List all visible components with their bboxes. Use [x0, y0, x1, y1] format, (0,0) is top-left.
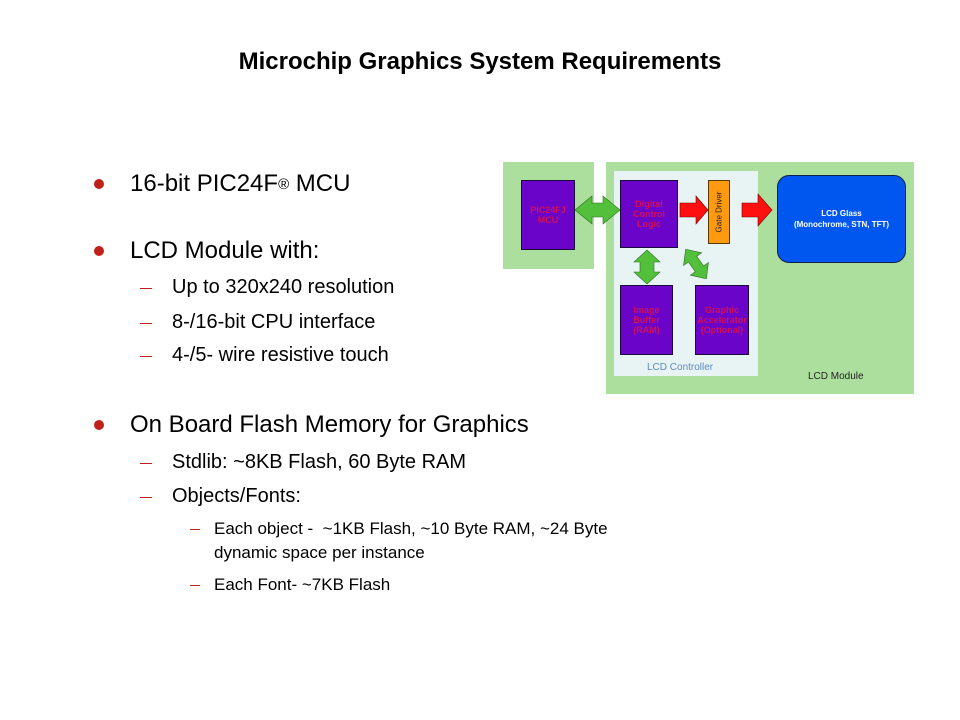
bullet-dot: [94, 179, 104, 189]
sub-item-text: Objects/Fonts:: [172, 485, 301, 507]
bullet-dot: [94, 246, 104, 256]
dash-icon: [140, 356, 152, 357]
sub-item: 8-/16-bit CPU interface: [140, 311, 375, 334]
bullet-mcu-suffix: MCU: [289, 170, 351, 197]
bullet-mcu-text: 16-bit PIC24F: [130, 170, 279, 197]
bullet-dot: [94, 420, 104, 430]
dash-icon: [190, 529, 200, 531]
subsub-item-text: Each Font- ~7KB Flash: [214, 575, 391, 594]
sub-item: 4-/5- wire resistive touch: [140, 344, 389, 367]
mcu-block: PIC24FJ MCU: [521, 180, 575, 250]
mcu-controller-arrow: [574, 195, 621, 225]
dcl-buffer-arrow: [633, 249, 661, 285]
lcd-glass-block: LCD Glass (Monochrome, STN, TFT): [777, 175, 906, 263]
gate-glass-arrow: [741, 193, 773, 227]
lcd-module-label: LCD Module: [808, 371, 864, 382]
dash-icon: [140, 497, 152, 498]
dash-icon: [140, 323, 152, 324]
bullet-lcd-module: LCD Module with:: [92, 237, 319, 265]
dash-icon: [140, 463, 152, 464]
dcl-gate-arrow: [679, 195, 709, 225]
lcd-glass-title: LCD Glass: [821, 209, 862, 218]
graphic-accelerator-block: Graphic Accelerator (Optional): [695, 285, 749, 355]
slide-title: Microchip Graphics System Requirements: [238, 48, 722, 75]
image-buffer-block: Image Buffer (RAM): [620, 285, 673, 355]
sub-item: Up to 320x240 resolution: [140, 276, 394, 299]
subsub-item: Each Font- ~7KB Flash: [190, 573, 390, 597]
lcd-glass-subtitle: (Monochrome, STN, TFT): [793, 220, 890, 229]
subsub-item-text: Each object - ~1KB Flash, ~10 Byte RAM, …: [214, 519, 608, 538]
sub-item: Objects/Fonts:: [140, 485, 301, 508]
bullet-flash: On Board Flash Memory for Graphics: [92, 411, 529, 439]
bullet-mcu: 16-bit PIC24F® MCU: [92, 170, 350, 198]
subsub-item-text-cont: dynamic space per instance: [214, 543, 425, 562]
bullet-lcd-text: LCD Module with:: [130, 237, 320, 264]
sub-item-text: Stdlib: ~8KB Flash, 60 Byte RAM: [172, 451, 467, 473]
dash-icon: [190, 585, 200, 587]
dash-icon: [140, 288, 152, 289]
bullet-flash-text: On Board Flash Memory for Graphics: [130, 411, 529, 438]
registered-mark: ®: [278, 175, 290, 193]
subsub-item: Each object - ~1KB Flash, ~10 Byte RAM, …: [190, 517, 608, 565]
gate-driver-block: Gate Driver: [708, 180, 730, 244]
lcd-controller-label: LCD Controller: [647, 362, 714, 373]
sub-item-text: Up to 320x240 resolution: [172, 276, 395, 298]
sub-item: Stdlib: ~8KB Flash, 60 Byte RAM: [140, 451, 466, 474]
dcl-accelerator-arrow: [683, 248, 709, 280]
sub-item-text: 4-/5- wire resistive touch: [172, 344, 389, 366]
digital-control-logic-block: Digital Control Logic: [620, 180, 678, 248]
sub-item-text: 8-/16-bit CPU interface: [172, 311, 376, 333]
